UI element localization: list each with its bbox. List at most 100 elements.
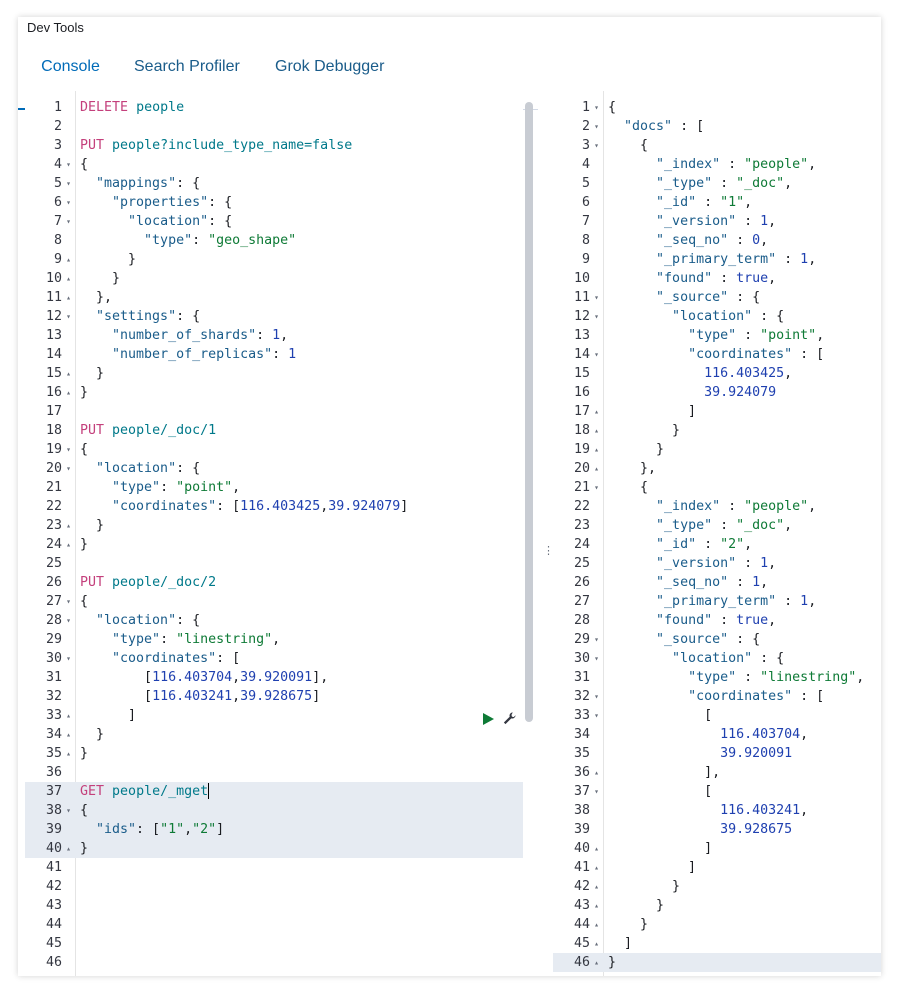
- request-line[interactable]: 9▴ }: [25, 250, 523, 269]
- fold-close-icon[interactable]: ▴: [594, 958, 599, 967]
- fold-open-icon[interactable]: ▾: [594, 122, 599, 131]
- tab-search-profiler[interactable]: Search Profiler: [134, 58, 240, 75]
- request-line[interactable]: 38▾{: [25, 801, 523, 820]
- response-line[interactable]: 16 39.924079: [553, 383, 881, 402]
- fold-close-icon[interactable]: ▴: [594, 901, 599, 910]
- response-line[interactable]: 21▾ {: [553, 478, 881, 497]
- fold-open-icon[interactable]: ▾: [66, 445, 71, 454]
- request-line[interactable]: 5▾ "mappings": {: [25, 174, 523, 193]
- request-line[interactable]: 15▴ }: [25, 364, 523, 383]
- response-line[interactable]: 24 "_id" : "2",: [553, 535, 881, 554]
- request-line[interactable]: 31 [116.403704,39.920091],: [25, 668, 523, 687]
- response-line[interactable]: 19▴ }: [553, 440, 881, 459]
- response-line[interactable]: 7 "_version" : 1,: [553, 212, 881, 231]
- response-line[interactable]: 38 116.403241,: [553, 801, 881, 820]
- fold-close-icon[interactable]: ▴: [66, 749, 71, 758]
- response-line[interactable]: 18▴ }: [553, 421, 881, 440]
- response-line[interactable]: 46▴}: [553, 953, 881, 972]
- request-line[interactable]: 43: [25, 896, 523, 915]
- response-line[interactable]: 10 "found" : true,: [553, 269, 881, 288]
- fold-open-icon[interactable]: ▾: [594, 350, 599, 359]
- fold-open-icon[interactable]: ▾: [594, 711, 599, 720]
- response-line[interactable]: 34 116.403704,: [553, 725, 881, 744]
- fold-close-icon[interactable]: ▴: [594, 939, 599, 948]
- drag-handle-icon[interactable]: ⋮: [543, 545, 554, 557]
- request-line[interactable]: 46: [25, 953, 523, 972]
- request-line[interactable]: 4▾{: [25, 155, 523, 174]
- fold-open-icon[interactable]: ▾: [66, 597, 71, 606]
- request-line[interactable]: 19▾{: [25, 440, 523, 459]
- request-line[interactable]: 40▴}: [25, 839, 523, 858]
- response-line[interactable]: 29▾ "_source" : {: [553, 630, 881, 649]
- play-icon[interactable]: [481, 712, 495, 726]
- response-line[interactable]: 45▴ ]: [553, 934, 881, 953]
- request-line[interactable]: 29 "type": "linestring",: [25, 630, 523, 649]
- request-line[interactable]: 6▾ "properties": {: [25, 193, 523, 212]
- request-line[interactable]: 35▴}: [25, 744, 523, 763]
- response-line[interactable]: 6 "_id" : "1",: [553, 193, 881, 212]
- response-line[interactable]: 17▴ ]: [553, 402, 881, 421]
- fold-close-icon[interactable]: ▴: [594, 407, 599, 416]
- fold-open-icon[interactable]: ▾: [594, 483, 599, 492]
- response-line[interactable]: 30▾ "location" : {: [553, 649, 881, 668]
- request-line[interactable]: 17: [25, 402, 523, 421]
- request-editor-scrollbar[interactable]: [525, 102, 533, 722]
- response-line[interactable]: 25 "_version" : 1,: [553, 554, 881, 573]
- request-line[interactable]: 44: [25, 915, 523, 934]
- fold-close-icon[interactable]: ▴: [66, 369, 71, 378]
- fold-open-icon[interactable]: ▾: [66, 217, 71, 226]
- fold-close-icon[interactable]: ▴: [594, 863, 599, 872]
- fold-open-icon[interactable]: ▾: [594, 787, 599, 796]
- fold-open-icon[interactable]: ▾: [594, 141, 599, 150]
- response-line[interactable]: 4 "_index" : "people",: [553, 155, 881, 174]
- request-line[interactable]: 2: [25, 117, 523, 136]
- response-line[interactable]: 1▾{: [553, 98, 881, 117]
- request-line[interactable]: 10▴ }: [25, 269, 523, 288]
- response-line[interactable]: 40▴ ]: [553, 839, 881, 858]
- response-line[interactable]: 42▴ }: [553, 877, 881, 896]
- request-line[interactable]: 36: [25, 763, 523, 782]
- request-line[interactable]: 8 "type": "geo_shape": [25, 231, 523, 250]
- request-line[interactable]: 39 "ids": ["1","2"]: [25, 820, 523, 839]
- tab-grok-debugger[interactable]: Grok Debugger: [275, 58, 385, 75]
- fold-open-icon[interactable]: ▾: [66, 312, 71, 321]
- response-line[interactable]: 8 "_seq_no" : 0,: [553, 231, 881, 250]
- fold-open-icon[interactable]: ▾: [594, 103, 599, 112]
- fold-close-icon[interactable]: ▴: [66, 255, 71, 264]
- fold-close-icon[interactable]: ▴: [66, 521, 71, 530]
- request-line[interactable]: 13 "number_of_shards": 1,: [25, 326, 523, 345]
- response-line[interactable]: 9 "_primary_term" : 1,: [553, 250, 881, 269]
- request-line[interactable]: 22 "coordinates": [116.403425,39.924079]: [25, 497, 523, 516]
- response-line[interactable]: 28 "found" : true,: [553, 611, 881, 630]
- fold-open-icon[interactable]: ▾: [66, 179, 71, 188]
- fold-close-icon[interactable]: ▴: [66, 388, 71, 397]
- fold-close-icon[interactable]: ▴: [594, 426, 599, 435]
- response-line[interactable]: 11▾ "_source" : {: [553, 288, 881, 307]
- response-line[interactable]: 31 "type" : "linestring",: [553, 668, 881, 687]
- request-line[interactable]: 25: [25, 554, 523, 573]
- response-line[interactable]: 15 116.403425,: [553, 364, 881, 383]
- request-line[interactable]: 45: [25, 934, 523, 953]
- fold-close-icon[interactable]: ▴: [594, 445, 599, 454]
- fold-close-icon[interactable]: ▴: [66, 844, 71, 853]
- request-line[interactable]: 32 [116.403241,39.928675]: [25, 687, 523, 706]
- fold-open-icon[interactable]: ▾: [66, 198, 71, 207]
- wrench-icon[interactable]: [502, 711, 517, 726]
- fold-close-icon[interactable]: ▴: [594, 882, 599, 891]
- response-line[interactable]: 3▾ {: [553, 136, 881, 155]
- request-line[interactable]: 12▾ "settings": {: [25, 307, 523, 326]
- response-line[interactable]: 44▴ }: [553, 915, 881, 934]
- fold-close-icon[interactable]: ▴: [594, 768, 599, 777]
- fold-close-icon[interactable]: ▴: [66, 540, 71, 549]
- fold-open-icon[interactable]: ▾: [66, 616, 71, 625]
- fold-open-icon[interactable]: ▾: [594, 312, 599, 321]
- request-line[interactable]: 20▾ "location": {: [25, 459, 523, 478]
- request-line[interactable]: 33▴ ]: [25, 706, 523, 725]
- fold-close-icon[interactable]: ▴: [66, 293, 71, 302]
- fold-open-icon[interactable]: ▾: [594, 293, 599, 302]
- response-line[interactable]: 37▾ [: [553, 782, 881, 801]
